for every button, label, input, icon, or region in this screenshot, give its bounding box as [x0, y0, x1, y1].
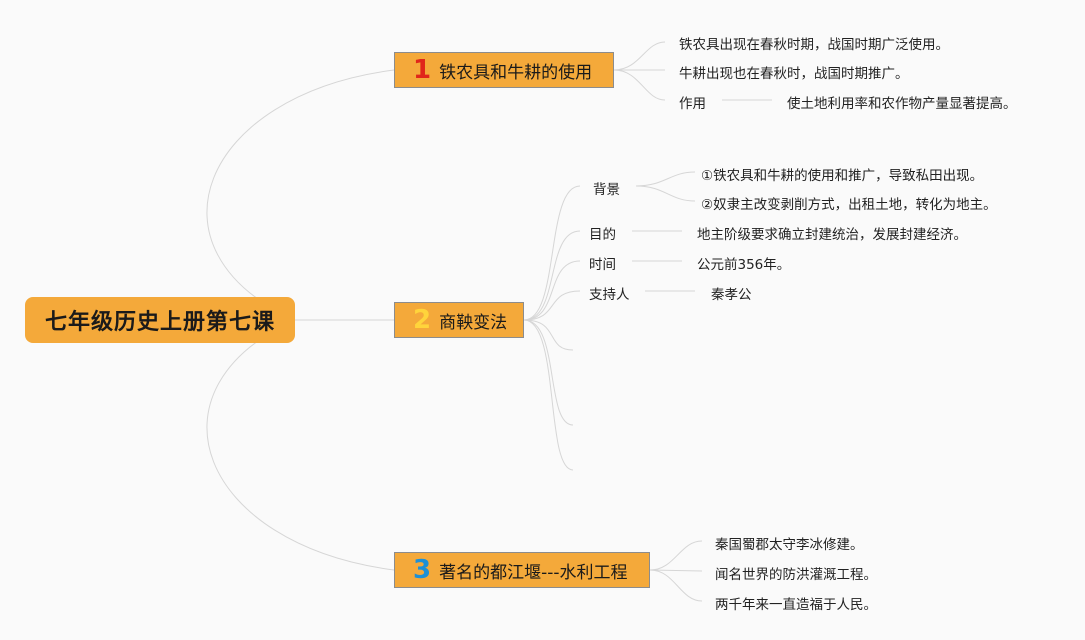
- time-label[interactable]: 时间: [589, 257, 616, 273]
- connector-b3-leaf3: [649, 569, 703, 602]
- background-item-1[interactable]: ①铁农具和牛耕的使用和推广，导致私田出现。: [701, 168, 984, 184]
- number-2-icon: 2: [413, 305, 432, 335]
- branch-3-leaf-2[interactable]: 闻名世界的防洪灌溉工程。: [715, 567, 877, 583]
- connector-bg-item1: [635, 171, 696, 187]
- connector-root-b1: [206, 69, 395, 321]
- branch-1-label: 铁农具和牛耕的使用: [439, 62, 593, 83]
- connector-b2-supporter: [523, 290, 581, 321]
- purpose-text[interactable]: 地主阶级要求确立封建统治，发展封建经济。: [697, 227, 967, 243]
- branch-3-topic[interactable]: 3 著名的都江堰---水利工程: [394, 552, 650, 588]
- supporter-text[interactable]: 秦孝公: [711, 287, 752, 303]
- branch-2-label: 商鞅变法: [439, 312, 508, 333]
- background-label[interactable]: 背景: [593, 182, 620, 198]
- branch-1-effect-text[interactable]: 使土地利用率和农作物产量显著提高。: [787, 96, 1017, 112]
- connector-b2-empty1: [523, 319, 574, 351]
- branch-2-topic[interactable]: 2 商鞅变法: [394, 302, 524, 338]
- number-3-icon: 3: [413, 555, 432, 585]
- connector-b3-leaf1: [649, 540, 703, 571]
- branch-1-leaf-1[interactable]: 铁农具出现在春秋时期，战国时期广泛使用。: [679, 37, 949, 53]
- root-topic[interactable]: 七年级历史上册第七课: [25, 297, 295, 343]
- number-1-icon: 1: [413, 55, 432, 85]
- branch-3-label: 著名的都江堰---水利工程: [439, 562, 628, 583]
- branch-1-leaf-2[interactable]: 牛耕出现也在春秋时，战国时期推广。: [679, 66, 909, 82]
- time-text[interactable]: 公元前356年。: [697, 257, 791, 273]
- branch-3-leaf-1[interactable]: 秦国蜀郡太守李冰修建。: [715, 537, 864, 553]
- purpose-label[interactable]: 目的: [589, 227, 616, 243]
- background-item-2[interactable]: ②奴隶主改变剥削方式，出租土地，转化为地主。: [701, 197, 997, 213]
- connector-b2-time: [523, 260, 581, 321]
- supporter-label[interactable]: 支持人: [589, 287, 630, 303]
- connector-b2-purpose: [523, 230, 581, 321]
- root-title: 七年级历史上册第七课: [44, 310, 275, 335]
- connector-b1-leaf1: [613, 41, 666, 71]
- connector-b3-leaf2: [649, 569, 703, 572]
- connector-b2-empty3: [523, 319, 574, 471]
- branch-3-leaf-3[interactable]: 两千年来一直造福于人民。: [715, 597, 877, 613]
- connector-bg-item2: [635, 185, 696, 202]
- connector-root-b3: [206, 319, 395, 571]
- connector-b2-empty2: [523, 319, 574, 426]
- connector-b1-leaf3: [613, 69, 666, 101]
- branch-1-topic[interactable]: 1 铁农具和牛耕的使用: [394, 52, 614, 88]
- branch-1-effect-label[interactable]: 作用: [679, 96, 706, 112]
- connector-b2-bg: [523, 185, 581, 321]
